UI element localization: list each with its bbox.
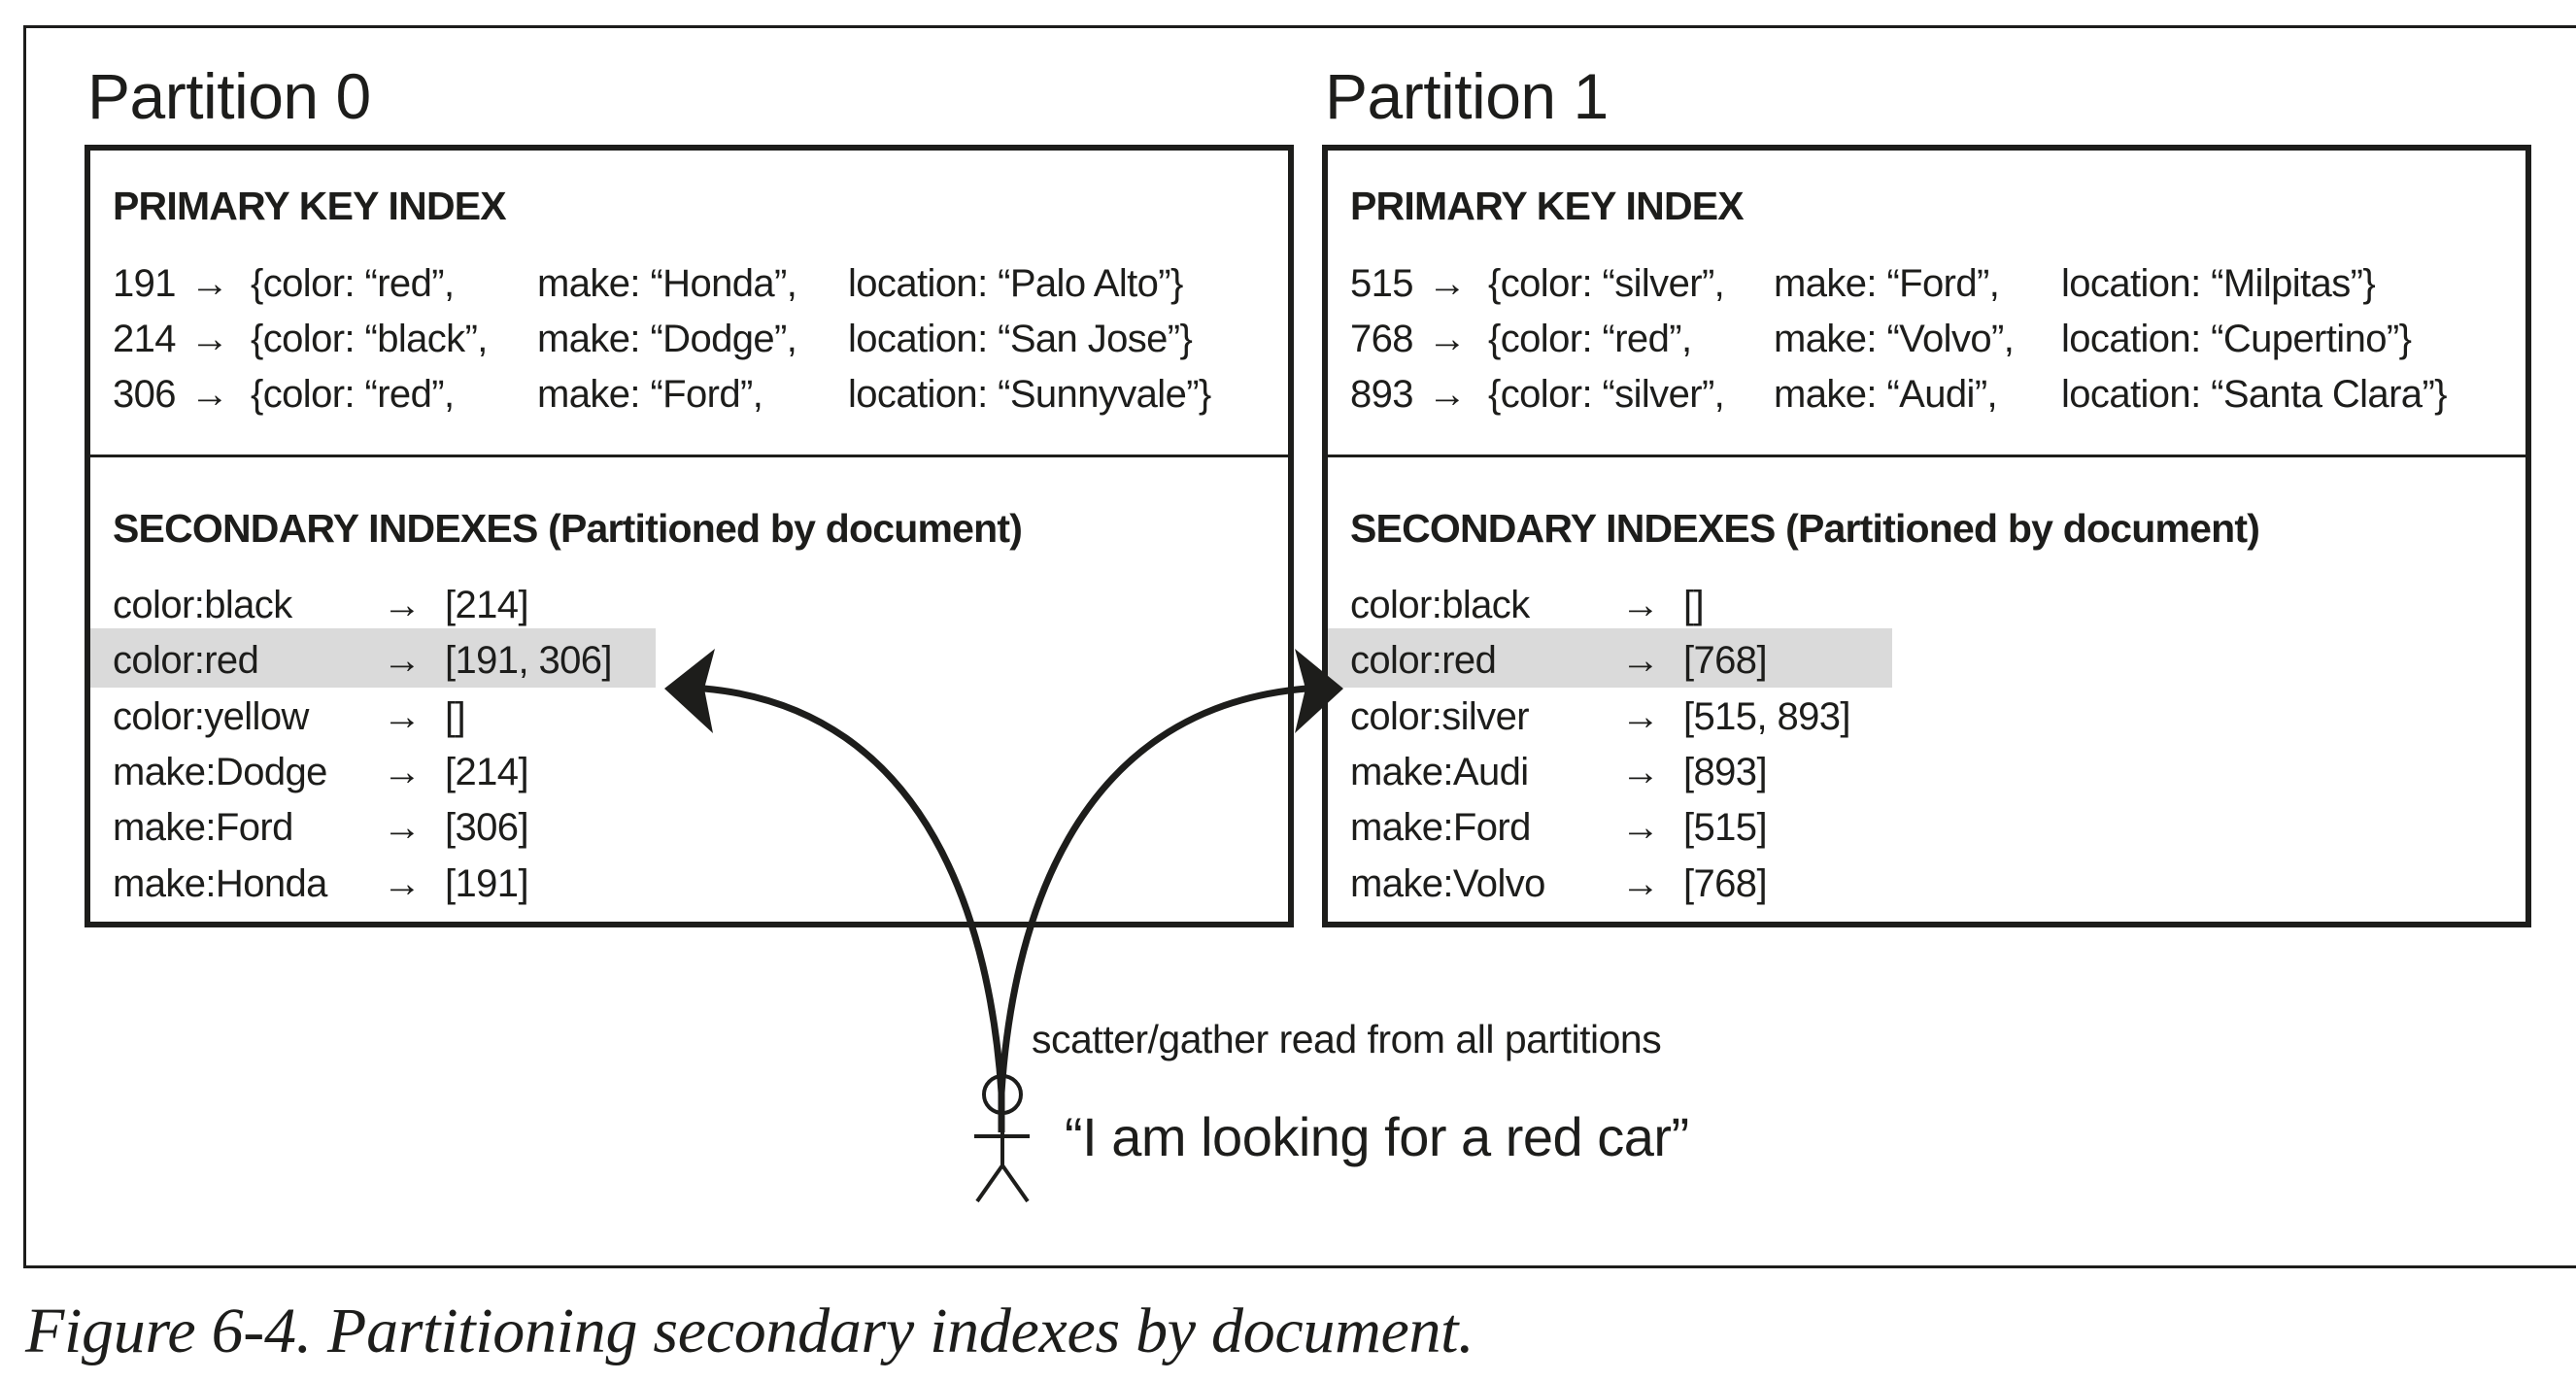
doc-make: make: “Ford”, [1774,262,2000,305]
arrow-icon: → [383,862,422,905]
doc-color: {color: “silver”, [1488,373,1725,416]
doc-location: location: “Santa Clara”} [2061,373,2448,416]
partition-1-primary-heading: PRIMARY KEY INDEX [1350,184,1745,228]
arrow-icon: → [383,695,422,738]
doc-location: location: “Milpitas”} [2061,262,2376,305]
arrow-icon: → [1428,373,1467,416]
arrow-icon: → [190,373,229,416]
index-value: [768] [1683,639,1768,682]
index-key: make:Dodge [113,751,327,793]
index-key: make:Audi [1350,751,1529,793]
partition-0-secondary-heading: SECONDARY INDEXES (Partitioned by docume… [113,506,1023,551]
index-value: [515] [1683,806,1768,849]
doc-id: 214 [113,318,177,360]
doc-make: make: “Volvo”, [1774,318,2015,360]
doc-make: make: “Ford”, [537,373,763,416]
partition-0-primary-heading: PRIMARY KEY INDEX [113,184,507,228]
figure-caption: Figure 6-4. Partitioning secondary index… [25,1296,1474,1366]
partition-1-secondary-heading: SECONDARY INDEXES (Partitioned by docume… [1350,506,2260,551]
doc-color: {color: “red”, [251,262,455,305]
partition-1-box [1322,145,2531,927]
index-key: make:Honda [113,862,327,905]
arrow-icon: → [1621,806,1660,849]
doc-id: 893 [1350,373,1414,416]
index-value: [768] [1683,862,1768,905]
index-value: [515, 893] [1683,695,1851,738]
partition-0-highlight-color-red [90,628,656,688]
partition-1-highlight-color-red [1328,628,1892,688]
index-key: color:silver [1350,695,1530,738]
arrow-icon: → [383,806,422,849]
index-key: color:black [1350,584,1530,626]
doc-make: make: “Honda”, [537,262,797,305]
doc-location: location: “San Jose”} [848,318,1193,360]
index-value: [] [445,695,466,738]
partition-1-divider [1328,455,2525,457]
index-key: color:red [1350,639,1497,682]
arrow-icon: → [383,639,422,682]
doc-make: make: “Audi”, [1774,373,1998,416]
doc-id: 306 [113,373,177,416]
index-value: [191, 306] [445,639,613,682]
arrow-icon: → [1621,639,1660,682]
doc-color: {color: “silver”, [1488,262,1725,305]
index-key: make:Ford [1350,806,1531,849]
figure-frame [23,25,2576,1268]
index-key: make:Volvo [1350,862,1545,905]
arrow-icon: → [1621,584,1660,626]
index-value: [] [1683,584,1705,626]
arrow-icon: → [190,262,229,305]
arrow-icon: → [1621,862,1660,905]
index-value: [191] [445,862,529,905]
index-key: color:red [113,639,259,682]
arrow-icon: → [1428,318,1467,360]
doc-location: location: “Sunnyvale”} [848,373,1211,416]
doc-location: location: “Palo Alto”} [848,262,1183,305]
partition-0-box [85,145,1294,927]
doc-color: {color: “black”, [251,318,488,360]
arrow-icon: → [1621,751,1660,793]
arrow-icon: → [1428,262,1467,305]
index-value: [214] [445,751,529,793]
index-key: make:Ford [113,806,293,849]
index-key: color:yellow [113,695,309,738]
doc-id: 768 [1350,318,1414,360]
doc-location: location: “Cupertino”} [2061,318,2412,360]
partition-0-title: Partition 0 [87,60,371,132]
index-value: [893] [1683,751,1768,793]
arrow-icon: → [383,751,422,793]
user-quote: “I am looking for a red car” [1065,1106,1689,1167]
doc-id: 515 [1350,262,1414,305]
partition-0-divider [90,455,1288,457]
index-value: [306] [445,806,529,849]
doc-id: 191 [113,262,177,305]
index-key: color:black [113,584,292,626]
arrow-icon: → [190,318,229,360]
arrow-icon: → [383,584,422,626]
doc-color: {color: “red”, [1488,318,1692,360]
partition-1-title: Partition 1 [1325,60,1609,132]
arrow-icon: → [1621,695,1660,738]
doc-color: {color: “red”, [251,373,455,416]
index-value: [214] [445,584,529,626]
doc-make: make: “Dodge”, [537,318,797,360]
scatter-gather-label: scatter/gather read from all partitions [1032,1017,1662,1061]
